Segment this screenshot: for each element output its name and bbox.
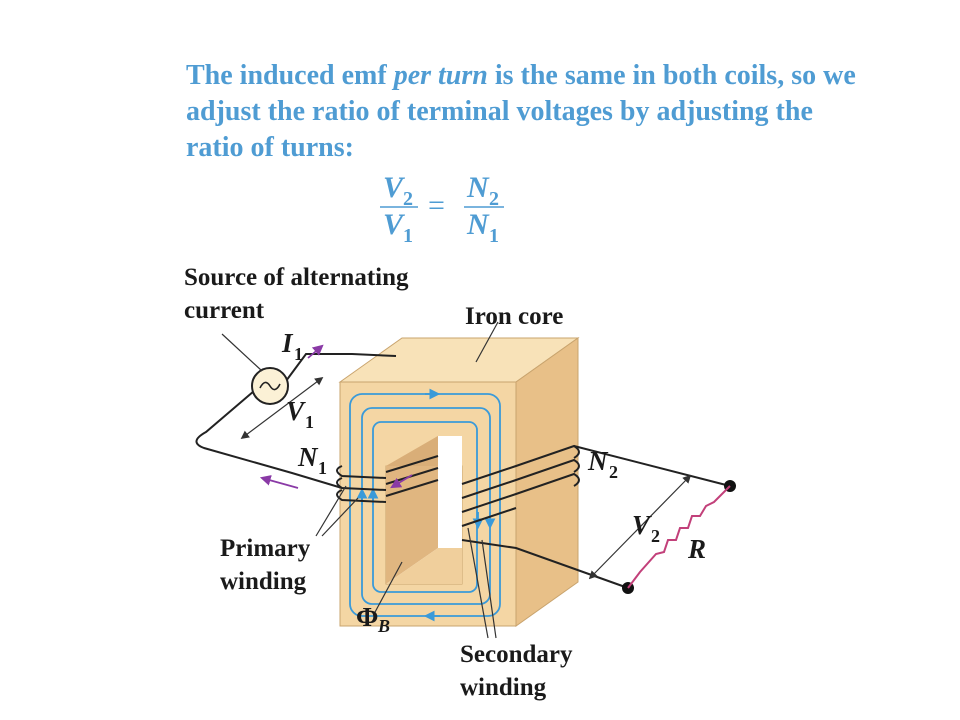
eq-numerator-left-sub: 2 (403, 188, 413, 210)
primary-coil-1 (336, 465, 387, 479)
secondary-coil-2 (461, 458, 580, 499)
primary-leader-line-2 (321, 497, 359, 537)
current-symbol: I (281, 328, 294, 358)
secondary-winding-label-line-2: winding (460, 674, 547, 701)
source-leader-line (221, 333, 263, 372)
v1-symbol: V (286, 396, 306, 426)
core-window-opening (438, 436, 462, 548)
n2-symbol: N (587, 446, 609, 476)
n1-symbol-sub: 1 (318, 458, 327, 478)
current-arrow-top (307, 344, 324, 359)
primary-coil-3 (336, 489, 387, 503)
primary-winding-label-line-1: Primary (220, 535, 311, 562)
primary-winding-label-line-2: winding (220, 568, 307, 595)
eq-numerator-right-sub: 2 (489, 188, 499, 210)
v1-symbol-sub: 1 (305, 412, 314, 432)
caption-emphasis: per turn (393, 60, 488, 91)
core-window-bottom-wall (386, 548, 462, 584)
eq-denominator-right: N (466, 208, 490, 241)
eq-denominator-left-sub: 1 (403, 225, 413, 247)
primary-coil-back-1 (385, 455, 439, 473)
v2-symbol: V (632, 510, 652, 540)
caption-text: The induced emf per turn is the same in … (186, 58, 866, 166)
caption-part-3: is the same in both coils, so we adjust … (186, 60, 856, 163)
primary-wire-top (285, 353, 397, 382)
eq-denominator-right-sub: 1 (489, 225, 499, 247)
flux-symbol: Φ (356, 602, 378, 632)
secondary-leader-line-2 (481, 539, 497, 639)
n2-symbol-sub: 2 (609, 462, 618, 482)
secondary-wire-top (573, 445, 731, 487)
caption-part-1: The induced emf (186, 60, 394, 91)
secondary-winding-label-line-1: Secondary (460, 641, 573, 668)
current-symbol-sub: 1 (294, 344, 303, 364)
n1-symbol: N (297, 442, 319, 472)
primary-coil-2 (336, 477, 387, 491)
v1-voltage-arrow (240, 376, 324, 440)
flux-symbol-sub: B (377, 616, 390, 636)
eq-equals-sign: = (428, 189, 445, 222)
secondary-leader-line-1 (467, 527, 489, 639)
core-side-face (515, 337, 579, 627)
eq-numerator-left: V (383, 171, 406, 204)
v2-symbol-sub: 2 (651, 526, 660, 546)
current-arrow-window (390, 474, 413, 489)
source-label-line-2: current (184, 297, 265, 324)
primary-leader-line-1 (315, 485, 347, 537)
flux-leader-line (373, 561, 403, 615)
resistor-symbol: R (687, 534, 706, 564)
secondary-coil-4 (461, 507, 517, 527)
primary-wire-left (195, 390, 343, 489)
flux-loop-middle (361, 407, 491, 605)
iron-core-leader-line (475, 321, 499, 363)
v2-voltage-arrow (588, 474, 692, 580)
source-label-line-1: Source of alternating (184, 264, 409, 291)
primary-coil-back-3 (385, 479, 439, 497)
current-arrow-bottom (259, 475, 299, 489)
eq-numerator-right: N (466, 171, 490, 204)
iron-core-label: Iron core (465, 303, 563, 330)
eq-denominator-left: V (383, 208, 406, 241)
secondary-coil-3 (461, 472, 580, 513)
